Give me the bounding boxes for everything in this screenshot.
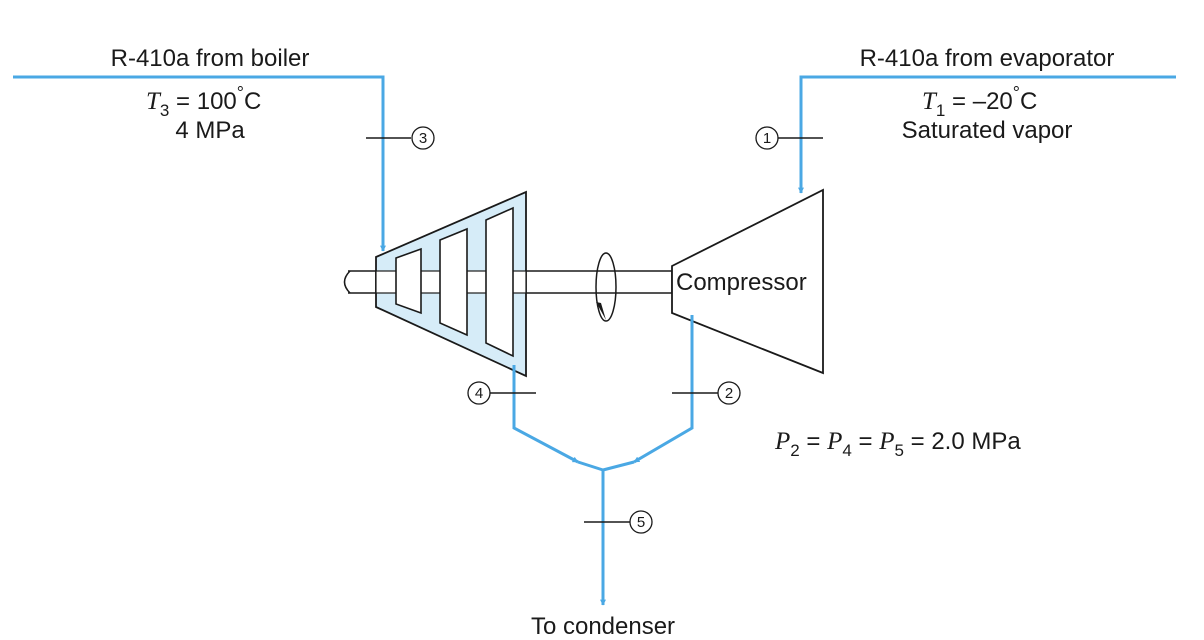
state-point-2: 2 (672, 381, 741, 405)
evaporator-inlet-temperature: T1 = –20°C (922, 83, 1037, 120)
svg-text:2: 2 (725, 385, 733, 402)
svg-text:5: 5 (637, 514, 645, 531)
evaporator-inlet-line (798, 75, 1176, 194)
state-point-1: 1 (755, 126, 823, 150)
state-point-3: 3 (366, 126, 435, 150)
turbine-exit-line (512, 365, 579, 464)
pressure-relation: P2 = P4 = P5 = 2.0 MPa (774, 428, 1021, 460)
state-point-4: 4 (467, 381, 536, 405)
rotation-arrow-icon (595, 252, 617, 322)
compressor-exit-line (633, 315, 694, 464)
boiler-inlet-pressure: 4 MPa (175, 117, 245, 144)
compressor: Compressor (671, 188, 824, 375)
state-point-5: 5 (584, 510, 653, 534)
evaporator-inlet-state: Saturated vapor (902, 117, 1073, 144)
turbine (375, 190, 527, 378)
turbine-stage-3 (485, 206, 514, 358)
boiler-inlet-line (13, 75, 386, 252)
svg-text:4: 4 (475, 385, 483, 402)
condenser-outlet-label: To condenser (531, 613, 675, 640)
svg-text:3: 3 (419, 130, 427, 147)
boiler-inlet-temperature: T3 = 100°C (146, 83, 261, 120)
boiler-inlet-title: R-410a from boiler (111, 45, 310, 72)
turbine-stage-1 (395, 247, 422, 315)
compressor-label: Compressor (676, 269, 807, 296)
flow-lines (13, 75, 1176, 606)
svg-text:1: 1 (763, 130, 771, 147)
evaporator-inlet-title: R-410a from evaporator (860, 45, 1115, 72)
turbine-stage-2 (439, 227, 468, 337)
